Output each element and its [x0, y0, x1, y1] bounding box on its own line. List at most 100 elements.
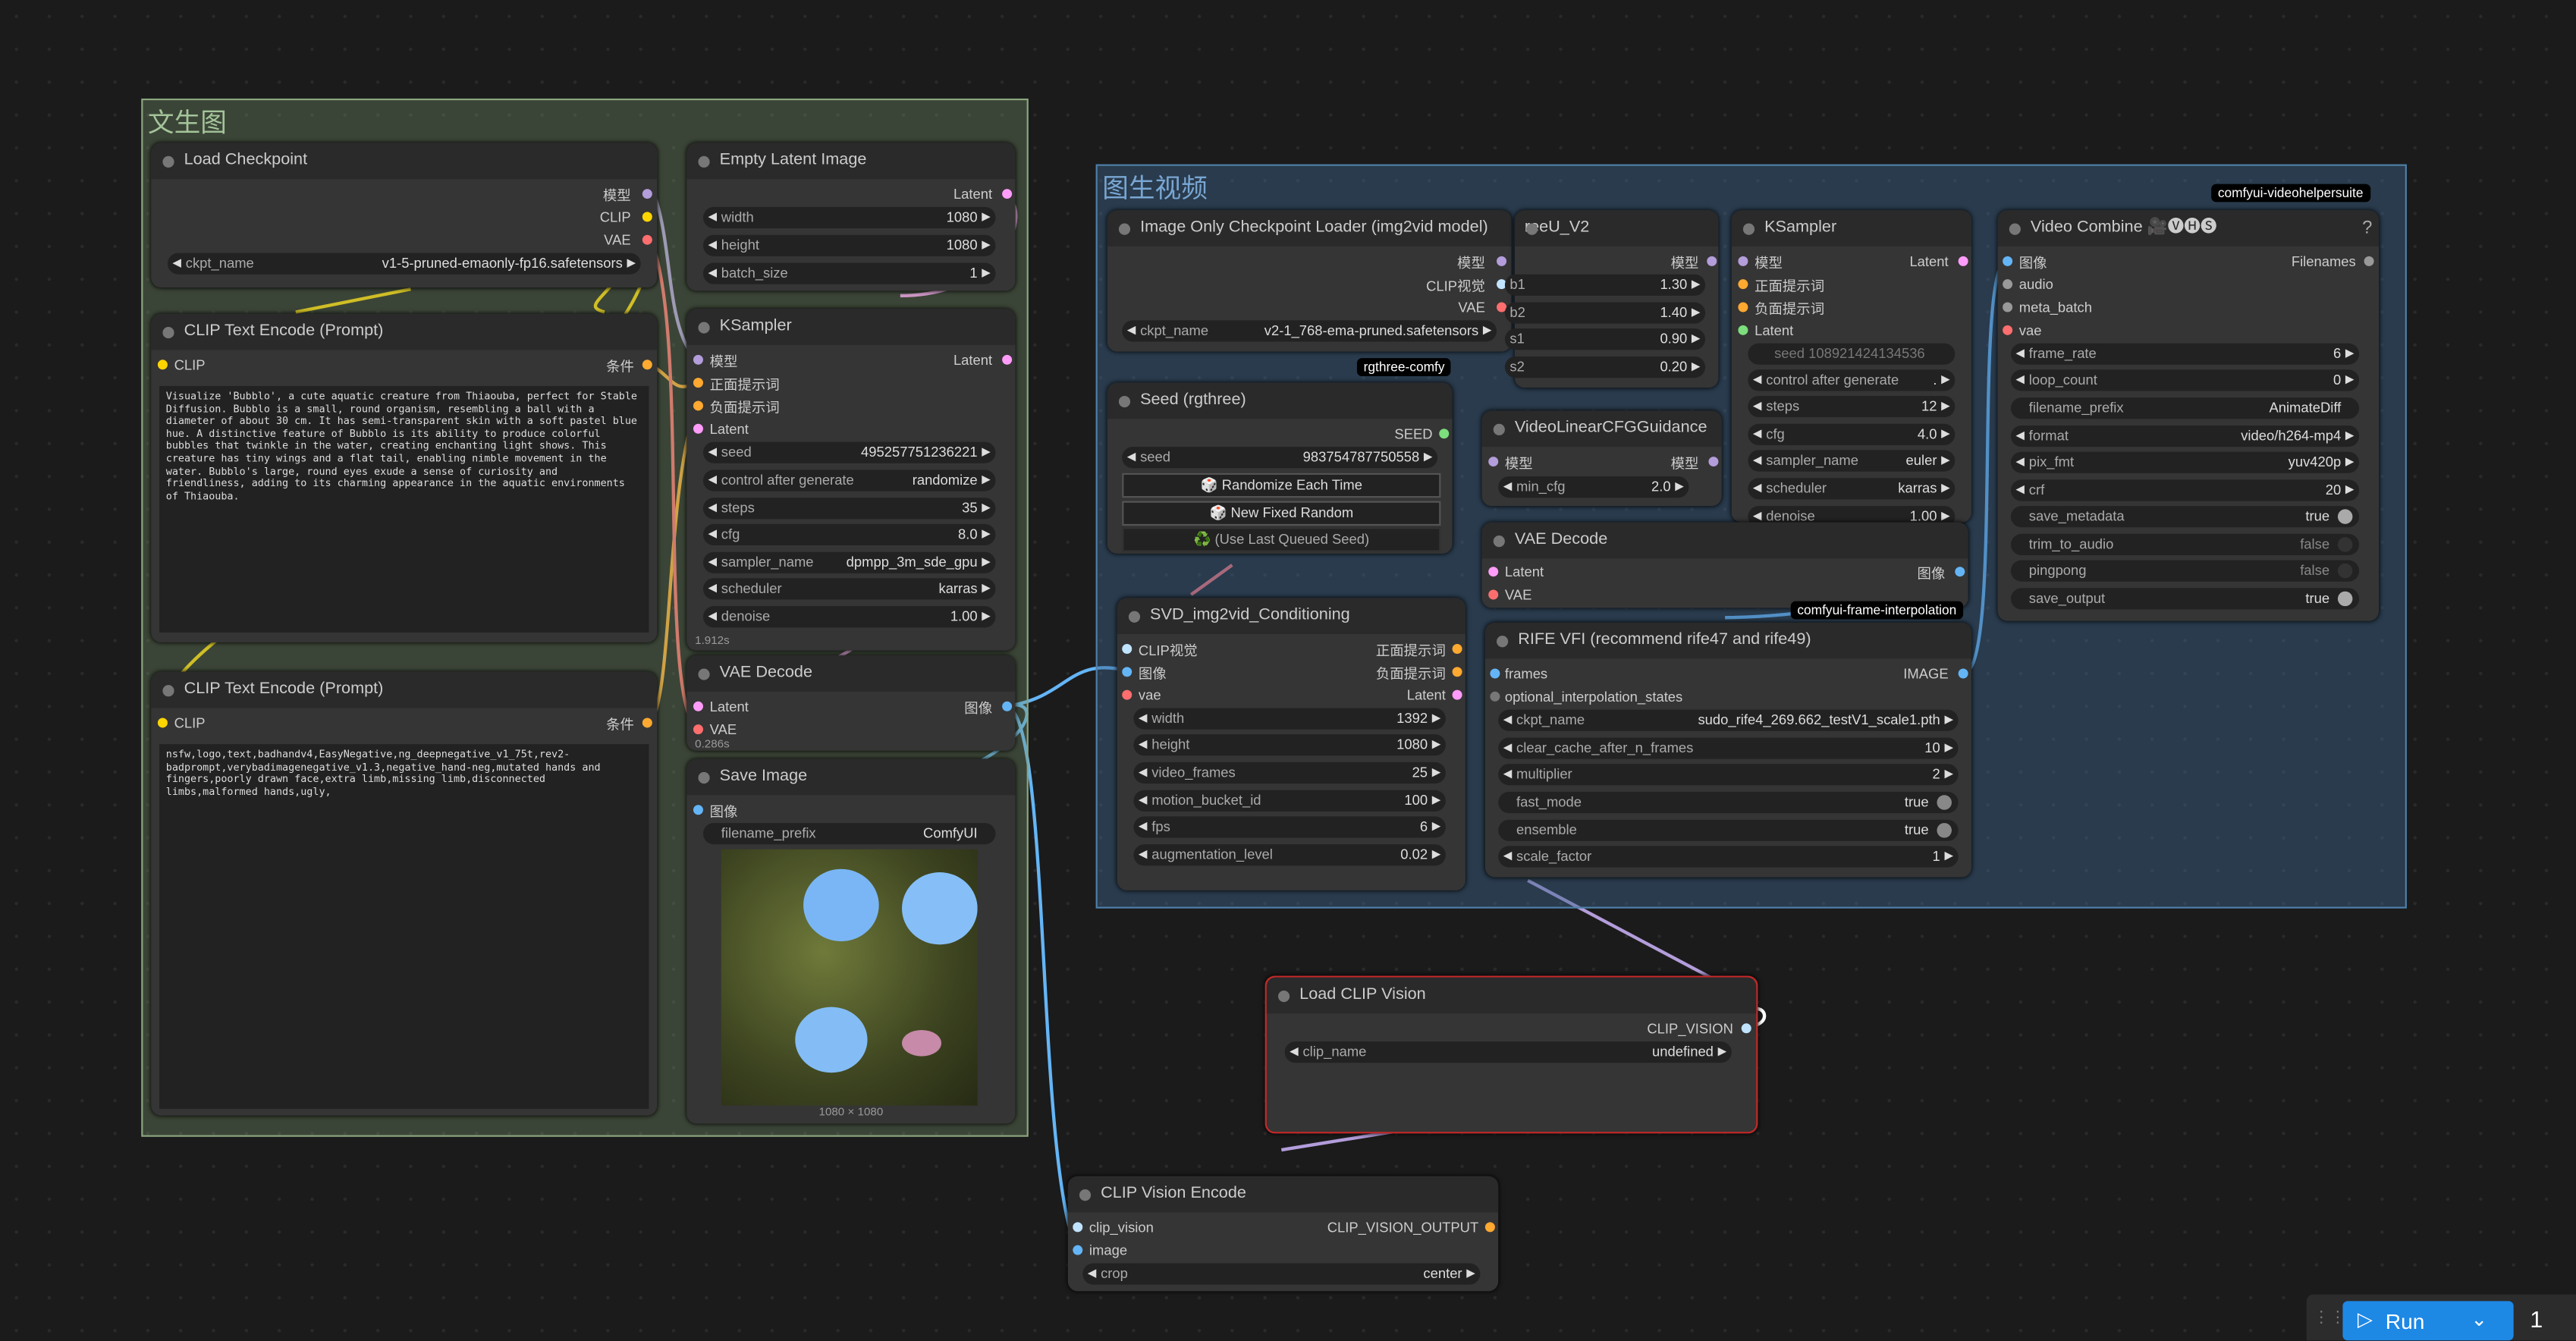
output-seed-port[interactable] — [1439, 429, 1450, 439]
node-rife-vfi[interactable]: RIFE VFI (recommend rife47 and rife49) f… — [1484, 622, 1971, 878]
input-image-port[interactable] — [2003, 256, 2013, 266]
new-fixed-random-button[interactable]: 🎲 New Fixed Random — [1122, 501, 1441, 526]
node-vae-decode-svd[interactable]: VAE Decode Latent VAE 图像 — [1481, 522, 1968, 608]
input-negative-port[interactable] — [1738, 302, 1748, 312]
node-ksampler-svd[interactable]: KSampler 模型 正面提示词 负面提示词 Latent Latent se… — [1731, 210, 1971, 523]
input-interpolation-states-port[interactable] — [1490, 691, 1500, 702]
output-latent-port[interactable] — [1958, 256, 1968, 266]
output-positive-port[interactable] — [1452, 643, 1462, 654]
output-vae-port[interactable] — [642, 234, 652, 245]
output-conditioning-port[interactable] — [642, 360, 652, 370]
output-image-port[interactable] — [1958, 668, 1968, 679]
output-clip-port[interactable] — [642, 212, 652, 222]
input-image-port[interactable] — [693, 805, 703, 815]
randomize-each-time-button[interactable]: 🎲 Randomize Each Time — [1122, 473, 1441, 498]
prompt-textarea[interactable]: Visualize 'Bubblo', a cute aquatic creat… — [159, 385, 649, 633]
use-last-queued-seed-button[interactable]: ♻️ (Use Last Queued Seed) — [1122, 527, 1441, 552]
input-model-port[interactable] — [693, 354, 703, 365]
output-vae-port[interactable] — [1497, 302, 1507, 312]
node-image-only-checkpoint-loader[interactable]: Image Only Checkpoint Loader (img2vid mo… — [1107, 210, 1512, 352]
help-icon[interactable]: ? — [2362, 218, 2373, 239]
input-positive-port[interactable] — [1738, 279, 1748, 290]
input-meta-batch-port[interactable] — [2003, 302, 2013, 312]
node-clip-vision-encode[interactable]: CLIP Vision Encode clip_vision image CLI… — [1067, 1176, 1499, 1292]
chevron-down-icon[interactable]: ⌄ — [2471, 1307, 2488, 1331]
node-svd-img2vid-conditioning[interactable]: SVD_img2vid_Conditioning CLIP视觉 图像 vae 正… — [1117, 598, 1465, 890]
input-clip-port[interactable] — [157, 718, 168, 728]
input-image-port[interactable] — [1073, 1245, 1083, 1255]
seed-widget-converted[interactable]: seed 108921424134536 — [1748, 343, 1956, 365]
input-clip-vision-port[interactable] — [1073, 1222, 1083, 1233]
output-model-port[interactable] — [1707, 256, 1717, 266]
control-after-generate-widget[interactable]: ◀control after generate.▶ — [1748, 369, 1956, 391]
input-latent-port[interactable] — [1488, 567, 1499, 577]
input-latent-port[interactable] — [693, 701, 703, 711]
input-positive-port[interactable] — [693, 378, 703, 388]
output-conditioning-port[interactable] — [642, 718, 652, 728]
input-frames-port[interactable] — [1490, 668, 1500, 679]
output-clip-vision-port[interactable] — [1741, 1023, 1751, 1034]
node-clip-text-encode-positive[interactable]: CLIP Text Encode (Prompt) CLIP 条件 Visual… — [151, 313, 658, 642]
input-model-port[interactable] — [1738, 256, 1748, 266]
node-ksampler[interactable]: KSampler 模型 正面提示词 负面提示词 Latent Latent ◀s… — [686, 309, 1016, 651]
output-clip-vision-port[interactable] — [1497, 279, 1507, 290]
drag-handle-icon[interactable]: ⋮⋮ — [2313, 1309, 2346, 1327]
batch-count[interactable]: 1 — [2530, 1305, 2543, 1333]
input-audio-port[interactable] — [2003, 279, 2013, 290]
input-clip-vision-port[interactable] — [1122, 643, 1132, 654]
input-vae-port[interactable] — [693, 724, 703, 735]
input-image-port[interactable] — [1122, 667, 1132, 677]
input-model-port[interactable] — [1488, 457, 1499, 467]
input-vae-port[interactable] — [2003, 325, 2013, 335]
run-button[interactable]: ▷ Run ⌄ — [2342, 1301, 2514, 1341]
input-vae-port[interactable] — [1488, 589, 1499, 600]
output-model-port[interactable] — [642, 189, 652, 199]
output-image-port[interactable] — [1955, 567, 1965, 577]
negative-prompt-textarea[interactable]: nsfw,logo,text,badhandv4,EasyNegative,ng… — [159, 744, 649, 1109]
output-image-port[interactable] — [1002, 701, 1013, 711]
input-negative-port[interactable] — [693, 400, 703, 411]
